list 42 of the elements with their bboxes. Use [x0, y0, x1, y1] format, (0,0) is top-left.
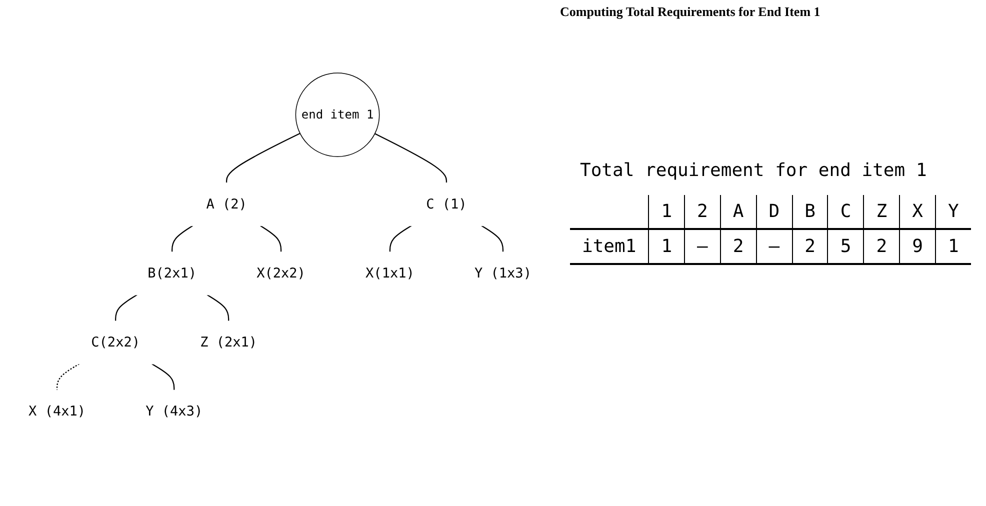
table-cell: –	[684, 229, 720, 264]
connector	[374, 133, 448, 183]
node-text: X(2x2)	[256, 266, 306, 282]
connector	[152, 363, 175, 390]
connector	[481, 225, 504, 252]
table-cell: –	[756, 229, 792, 264]
connector	[172, 225, 194, 252]
column-header: 2	[684, 195, 720, 229]
table-cell: 2	[864, 229, 900, 264]
column-header: D	[756, 195, 792, 229]
connector	[115, 294, 138, 322]
column-header: 1	[648, 195, 685, 229]
connector	[226, 132, 300, 183]
table-cell: 9	[900, 229, 936, 264]
node-text: Y (4x3)	[146, 404, 203, 420]
node-text: A (2)	[206, 196, 247, 212]
column-header: B	[792, 195, 828, 229]
connector	[260, 225, 282, 252]
table-cell: 1	[648, 229, 685, 264]
column-header: Y	[935, 195, 971, 229]
node-text: Z (2x1)	[200, 334, 258, 350]
node-text: B(2x1)	[148, 266, 196, 282]
node-text: Y (1x3)	[474, 266, 532, 282]
table-cell: 2	[792, 229, 828, 264]
table-cell: 2	[720, 229, 756, 264]
node-text: X(1x1)	[366, 266, 414, 282]
column-header: X	[900, 195, 936, 229]
table-title: Total requirement for end item 1	[580, 160, 927, 181]
table-cell: 5	[828, 229, 864, 264]
column-header: Z	[864, 195, 900, 229]
column-header: C	[828, 195, 864, 229]
column-header: A	[720, 195, 756, 229]
node-text: C (1)	[426, 196, 467, 212]
node-text: X (4x1)	[28, 404, 86, 420]
connector	[389, 225, 412, 252]
connector	[56, 363, 80, 390]
node-circle: end item 1	[295, 72, 380, 157]
connector	[206, 294, 230, 322]
table-cell: item1	[570, 229, 649, 264]
figure-title: Computing Total Requirements for End Item 1	[560, 4, 820, 20]
node-text: C(2x2)	[91, 334, 140, 350]
table-cell: 1	[935, 229, 971, 264]
